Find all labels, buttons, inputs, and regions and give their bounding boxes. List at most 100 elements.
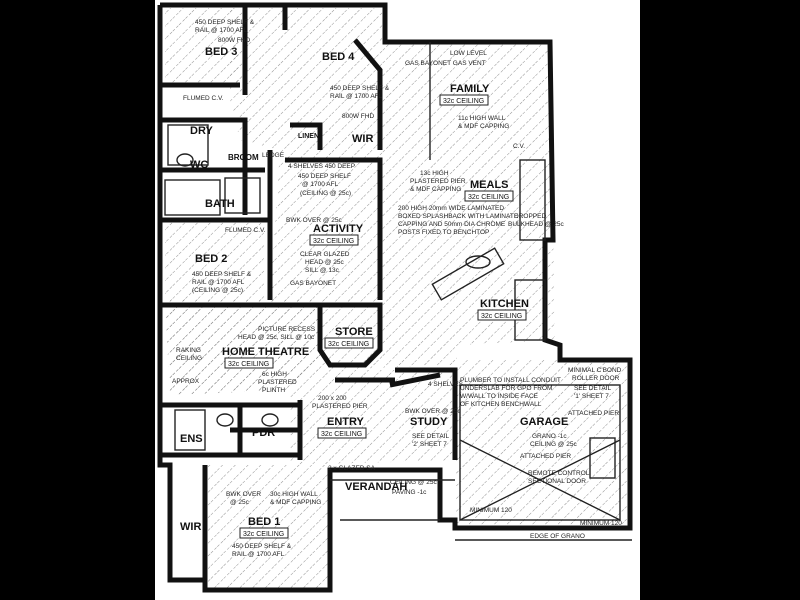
- room-dry: DRY: [190, 125, 213, 137]
- ceiling-store: 32c CEILING: [328, 341, 369, 348]
- svg-text:BWK OVER: BWK OVER: [226, 491, 261, 498]
- room-verandah: VERANDAH: [345, 481, 407, 493]
- svg-text:FLUMED C.V.: FLUMED C.V.: [183, 95, 224, 102]
- svg-text:BOXED SPLASHBACK WITH LAMINATE: BOXED SPLASHBACK WITH LAMINATE: [398, 213, 519, 220]
- ceiling-family: 32c CEILING: [443, 98, 484, 105]
- room-bed1: BED 1: [248, 516, 280, 528]
- svg-text:BWK OVER @ 25c: BWK OVER @ 25c: [286, 217, 342, 224]
- svg-text:2 x GLAZED SA: 2 x GLAZED SA: [328, 465, 376, 472]
- room-wir-bottom: WIR: [180, 521, 201, 533]
- room-bed3: BED 3: [205, 46, 237, 58]
- room-meals: MEALS: [470, 179, 509, 191]
- ceiling-kitchen: 32c CEILING: [481, 313, 522, 320]
- svg-text:800W FHD: 800W FHD: [218, 37, 250, 44]
- svg-text:SECTIONAL DOOR: SECTIONAL DOOR: [528, 478, 586, 485]
- svg-text:800W FHD: 800W FHD: [342, 113, 374, 120]
- svg-text:SEE DETAIL: SEE DETAIL: [412, 433, 449, 440]
- room-garage: GARAGE: [520, 416, 568, 428]
- svg-text:HEAD @ 25c: HEAD @ 25c: [305, 259, 344, 266]
- room-kitchen: KITCHEN: [480, 298, 529, 310]
- room-family: FAMILY: [450, 83, 490, 95]
- svg-text:ROLLER DOOR: ROLLER DOOR: [572, 375, 620, 382]
- svg-text:CLEAR GLAZED: CLEAR GLAZED: [300, 251, 350, 258]
- svg-text:EDGE OF GRANO: EDGE OF GRANO: [530, 533, 585, 540]
- svg-text:SILL @ 13c: SILL @ 13c: [305, 267, 340, 274]
- room-store: STORE: [335, 326, 373, 338]
- room-entry: ENTRY: [327, 416, 365, 428]
- svg-text:450 DEEP SHELF &: 450 DEEP SHELF &: [195, 19, 255, 26]
- svg-text:DROPPED: DROPPED: [514, 213, 546, 220]
- walls: [157, 2, 633, 593]
- svg-text:PLUMBER TO INSTALL CONDUIT: PLUMBER TO INSTALL CONDUIT: [460, 377, 561, 384]
- fixtures: [164, 42, 632, 541]
- room-bed4: BED 4: [322, 51, 355, 63]
- svg-text:GAS BAYONET GAS VENT: GAS BAYONET GAS VENT: [405, 60, 486, 67]
- svg-text:'1' SHEET 7: '1' SHEET 7: [574, 393, 609, 400]
- svg-text:RAIL @ 1700 AFL: RAIL @ 1700 AFL: [192, 279, 245, 286]
- svg-text:CEILING: CEILING: [176, 355, 202, 362]
- svg-text:BULKHEAD @ 25c: BULKHEAD @ 25c: [508, 221, 564, 228]
- svg-text:450 DEEP SHELF &: 450 DEEP SHELF &: [232, 543, 292, 550]
- svg-text:200 x 200: 200 x 200: [318, 395, 347, 402]
- svg-text:UNDERSLAB FOR GPO FROM: UNDERSLAB FOR GPO FROM: [460, 385, 552, 392]
- svg-text:(CEILING @ 25c): (CEILING @ 25c): [192, 287, 243, 294]
- svg-text:PLINTH: PLINTH: [262, 387, 285, 394]
- svg-text:(CEILING @ 25c): (CEILING @ 25c): [300, 190, 351, 197]
- room-ens: ENS: [180, 433, 203, 445]
- svg-text:13c HIGH: 13c HIGH: [420, 170, 449, 177]
- svg-text:450 DEEP SHELF &: 450 DEEP SHELF &: [330, 85, 390, 92]
- ceiling-activity: 32c CEILING: [313, 238, 354, 245]
- svg-text:C.V.: C.V.: [513, 143, 525, 150]
- svg-text:RAKING: RAKING: [176, 347, 201, 354]
- svg-text:4 SHELVES 450 DEEP: 4 SHELVES 450 DEEP: [288, 163, 355, 170]
- svg-text:POSTS FIXED TO BENCHTOP: POSTS FIXED TO BENCHTOP: [398, 229, 489, 236]
- room-bath: BATH: [205, 198, 235, 210]
- room-wc: WC: [190, 159, 208, 171]
- svg-text:200 HIGH 20mm WIDE LAMINATED: 200 HIGH 20mm WIDE LAMINATED: [398, 205, 504, 212]
- svg-text:6c HIGH: 6c HIGH: [262, 371, 287, 378]
- room-wir-top: WIR: [352, 133, 373, 145]
- svg-text:& MDF CAPPING: & MDF CAPPING: [270, 499, 321, 506]
- svg-text:MINIMUM 120: MINIMUM 120: [470, 507, 512, 514]
- ceiling-entry: 32c CEILING: [321, 431, 362, 438]
- svg-text:PAVING -1c: PAVING -1c: [392, 489, 427, 496]
- room-pdr: PDR: [252, 427, 275, 439]
- svg-text:'2' SHEET 7: '2' SHEET 7: [412, 441, 447, 448]
- ceiling-bed1: 32c CEILING: [243, 531, 284, 538]
- room-bed2: BED 2: [195, 253, 227, 265]
- svg-text:MINIMAL C'BOND: MINIMAL C'BOND: [568, 367, 622, 374]
- svg-text:ATTACHED PIER: ATTACHED PIER: [520, 453, 571, 460]
- svg-text:PLASTERED PIER: PLASTERED PIER: [312, 403, 368, 410]
- svg-text:PICTURE RECESS: PICTURE RECESS: [258, 326, 316, 333]
- svg-text:APPROX: APPROX: [172, 378, 200, 385]
- svg-text:11c HIGH WALL: 11c HIGH WALL: [458, 115, 506, 122]
- svg-text:RAIL @ 1700 AFL: RAIL @ 1700 AFL: [232, 551, 285, 558]
- svg-text:SEE DETAIL: SEE DETAIL: [574, 385, 611, 392]
- svg-text:BWK OVER @ 25c: BWK OVER @ 25c: [405, 408, 461, 415]
- svg-text:@ 25c: @ 25c: [230, 499, 250, 506]
- svg-text:RAIL @ 1700 AFL: RAIL @ 1700 AFL: [195, 27, 248, 34]
- svg-text:@ 1700 AFL: @ 1700 AFL: [302, 181, 339, 188]
- svg-text:PLASTERED: PLASTERED: [258, 379, 297, 386]
- svg-text:CEILING @ 25c: CEILING @ 25c: [530, 441, 577, 448]
- ceiling-badges: 32c CEILING 32c CEILING 32c CEILING 32c …: [224, 94, 527, 539]
- room-home-theatre: HOME THEATRE: [222, 346, 309, 358]
- svg-text:LOW LEVEL: LOW LEVEL: [450, 50, 487, 57]
- svg-text:MINIMUM 120: MINIMUM 120: [580, 520, 622, 527]
- svg-text:RAIL @ 1700 AFL: RAIL @ 1700 AFL: [330, 93, 383, 100]
- svg-text:GRANO -1c: GRANO -1c: [532, 433, 567, 440]
- svg-text:REMOTE CONTROL: REMOTE CONTROL: [528, 470, 590, 477]
- svg-text:W/WALL TO INSIDE FACE: W/WALL TO INSIDE FACE: [460, 393, 539, 400]
- svg-text:& MDF CAPPING: & MDF CAPPING: [458, 123, 509, 130]
- svg-text:GAS BAYONET: GAS BAYONET: [290, 280, 336, 287]
- svg-text:450 DEEP SHELF &: 450 DEEP SHELF &: [192, 271, 252, 278]
- svg-text:HEAD @ 25c, SILL @ 10c: HEAD @ 25c, SILL @ 10c: [238, 334, 315, 341]
- ceiling-home-theatre: 32c CEILING: [228, 361, 269, 368]
- svg-text:& MDF CAPPING: & MDF CAPPING: [410, 186, 461, 193]
- svg-text:LEDGE: LEDGE: [262, 152, 285, 159]
- svg-text:OF KITCHEN BENCHWALL: OF KITCHEN BENCHWALL: [460, 401, 542, 408]
- svg-text:450 DEEP SHELF: 450 DEEP SHELF: [298, 173, 351, 180]
- room-activity: ACTIVITY: [313, 223, 364, 235]
